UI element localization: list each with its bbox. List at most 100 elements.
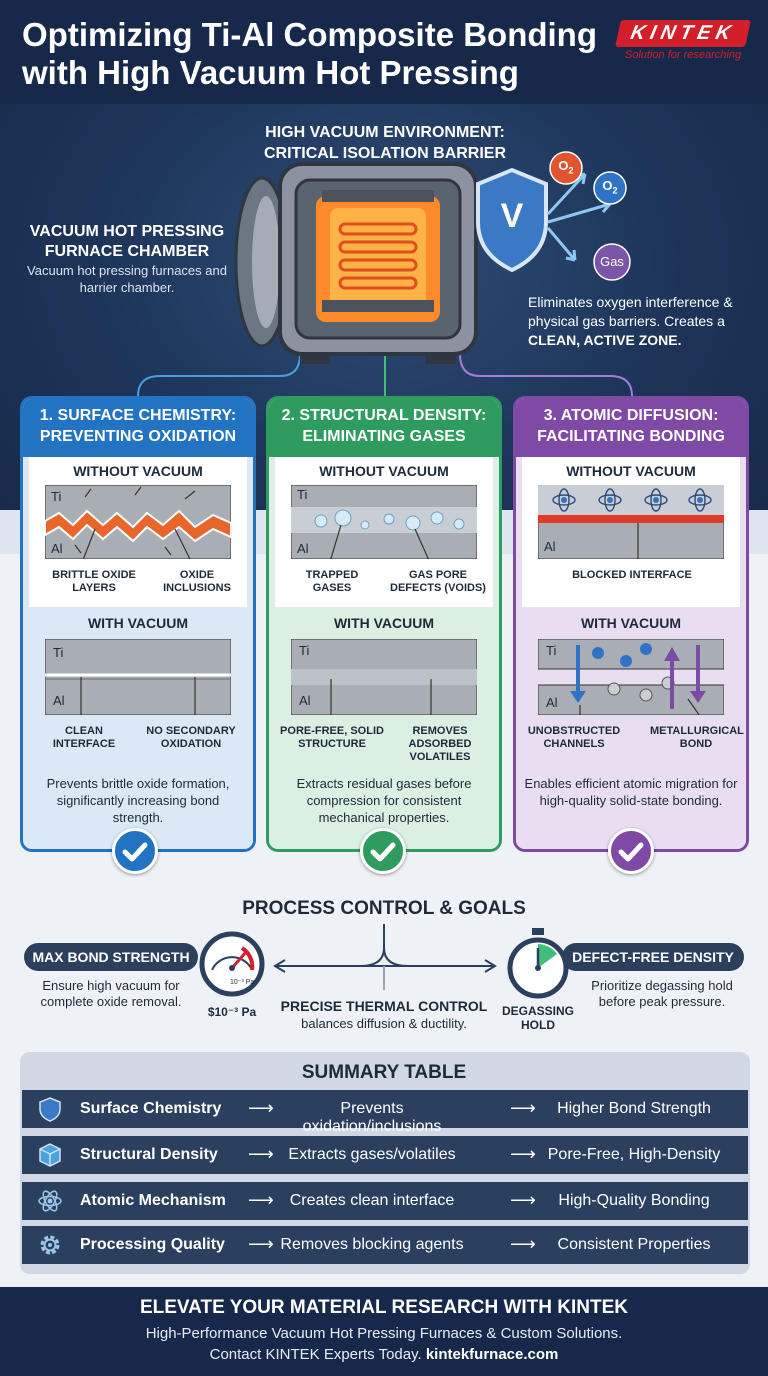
footer-link[interactable]: kintekfurnace.com [425, 1346, 559, 1363]
defect-free-density-pill: DEFECT-FREE DENSITY [562, 943, 744, 971]
row-result: Pore-Free, High-Density [547, 1146, 721, 1163]
row-action: Removes blocking agents [280, 1236, 464, 1253]
diffusion-diagram [538, 639, 724, 715]
header-banner [0, 0, 768, 104]
caption-unobstructed: UNOBSTRUCTED CHANNELS [527, 725, 621, 750]
card-description: Enables efficient atomic migration for h… [524, 776, 738, 808]
without-vacuum-panel: WITHOUT VACUUM Al BLOCKED INTERFACE [522, 457, 740, 607]
table-row: Atomic Mechanism ⟶ Creates clean interfa… [22, 1182, 748, 1220]
with-vacuum-label: WITH VACUUM [333, 615, 435, 631]
pore-free-diagram [291, 639, 477, 715]
shield-icon [39, 1097, 61, 1122]
caption-no-oxidation: NO SECONDARY OXIDATION [146, 725, 236, 750]
ti-label: Ti [299, 643, 310, 658]
with-vacuum-panel: WITH VACUUM Ti Al CLEAN INTERFACE NO SEC… [23, 607, 253, 849]
arrow-icon: ⟶ [248, 1190, 274, 1210]
thermal-control-title: PRECISE THERMAL CONTROL [280, 998, 488, 1014]
card-description: Prevents brittle oxide formation, signif… [46, 776, 230, 825]
clean-interface-diagram [45, 639, 231, 715]
table-row: Processing Quality ⟶ Removes blocking ag… [22, 1226, 748, 1264]
ti-label: Ti [297, 487, 308, 502]
gas-bubble: Gas [600, 254, 624, 269]
card-title: 2. STRUCTURAL DENSITY: ELIMINATING GASES [269, 399, 499, 457]
ti-label: Ti [51, 489, 62, 504]
process-title: PROCESS CONTROL & GOALS [242, 898, 526, 919]
logo-wordmark: KINTEK [615, 20, 751, 47]
card-surface-chemistry: 1. SURFACE CHEMISTRY: PREVENTING OXIDATI… [20, 396, 256, 852]
atom-icon [38, 1190, 62, 1212]
cube-icon [39, 1143, 61, 1167]
check-icon [608, 828, 654, 874]
arrow-icon: ⟶ [510, 1144, 536, 1164]
elimination-text: Eliminates oxygen interference & physica… [528, 294, 733, 348]
row-result: Consistent Properties [557, 1236, 711, 1253]
max-bond-strength-pill: MAX BOND STRENGTH [24, 943, 198, 971]
row-category: Surface Chemistry [80, 1100, 222, 1117]
caption-blocked-interface: BLOCKED INTERFACE [572, 569, 692, 581]
shield-icon: V [500, 197, 524, 235]
caption-oxide-inclusions: OXIDE INCLUSIONS [163, 569, 231, 594]
with-vacuum-label: WITH VACUUM [87, 615, 189, 631]
table-row: Surface Chemistry ⟶ Prevents oxidation/i… [22, 1090, 748, 1135]
chamber-title: VACUUM HOT PRESSING FURNACE CHAMBER [29, 223, 225, 260]
trapped-gas-diagram [291, 485, 477, 559]
check-icon [360, 828, 406, 874]
with-vacuum-panel: WITH VACUUM Ti Al PORE-FREE, SOLID STRUC… [269, 607, 499, 849]
row-category: Processing Quality [80, 1236, 225, 1253]
caption-removes-volatiles: REMOVES ADSORBED VOLATILES [408, 725, 472, 763]
gauge-scale-label: 10⁻³ Pa [230, 979, 255, 986]
arrow-icon: ⟶ [248, 1144, 274, 1164]
caption-brittle-oxide: BRITTLE OXIDE LAYERS [52, 569, 136, 594]
footer-line-1: High-Performance Vacuum Hot Pressing Fur… [145, 1325, 623, 1342]
arrow-icon: ⟶ [510, 1234, 536, 1254]
page-title: Optimizing Ti-Al Composite Bonding with … [22, 16, 598, 91]
al-label: Al [53, 693, 65, 708]
oxygen-bubble-blue: O2 [602, 178, 618, 196]
with-vacuum-label: WITH VACUUM [580, 615, 682, 631]
card-atomic-diffusion: 3. ATOMIC DIFFUSION: FACILITATING BONDIN… [513, 396, 749, 852]
row-result: Higher Bond Strength [557, 1100, 711, 1117]
max-bond-text: Ensure high vacuum for complete oxide re… [40, 978, 182, 1009]
card-title: 3. ATOMIC DIFFUSION: FACILITATING BONDIN… [516, 399, 746, 457]
process-connector [273, 924, 497, 990]
arrow-icon: ⟶ [248, 1234, 274, 1254]
chamber-subtitle: Vacuum hot pressing furnaces and harrier… [27, 263, 227, 295]
defect-free-text: Prioritize degassing hold before peak pr… [591, 978, 733, 1009]
caption-metallurgical: METALLURGICAL BOND [650, 725, 744, 750]
kintek-logo[interactable]: KINTEK Solution for researching [615, 20, 751, 61]
caption-clean-interface: CLEAN INTERFACE [52, 725, 116, 750]
gear-icon [40, 1235, 60, 1255]
oxygen-bubble-red: O2 [558, 158, 574, 176]
row-action: Extracts gases/volatiles [288, 1146, 456, 1163]
footer-headline: ELEVATE YOUR MATERIAL RESEARCH WITH KINT… [139, 1297, 629, 1318]
al-label: Al [297, 541, 309, 556]
row-action: Prevents oxidation/inclusions [302, 1100, 442, 1135]
logo-tagline: Solution for researching [624, 49, 742, 61]
check-icon [112, 828, 158, 874]
arrow-icon: ⟶ [510, 1098, 536, 1118]
row-category: Atomic Mechanism [80, 1192, 226, 1209]
with-vacuum-panel: WITH VACUUM Ti Al UNOBSTRUCTED CHANNELS … [516, 607, 746, 849]
hero-illustration [137, 151, 633, 404]
vacuum-level-readout: $10⁻³ Pa [207, 1005, 257, 1019]
without-vacuum-panel: WITHOUT VACUUM Ti Al BRITTLE OXIDE LAYER… [29, 457, 247, 607]
arrow-icon: ⟶ [510, 1190, 536, 1210]
table-row: Structural Density ⟶ Extracts gases/vola… [22, 1136, 748, 1174]
row-action: Creates clean interface [289, 1192, 455, 1209]
blocked-interface-diagram [538, 485, 724, 559]
stopwatch-icon [507, 928, 569, 999]
footer-line-2: Contact KINTEK Experts Today. kintekfurn… [209, 1346, 559, 1363]
card-description: Extracts residual gases before compressi… [296, 776, 472, 825]
caption-trapped-gases: TRAPPED GASES [305, 569, 359, 594]
card-title: 1. SURFACE CHEMISTRY: PREVENTING OXIDATI… [23, 399, 253, 457]
without-vacuum-label: WITHOUT VACUUM [566, 463, 696, 479]
card-structural-density: 2. STRUCTURAL DENSITY: ELIMINATING GASES… [266, 396, 502, 852]
footer-banner [0, 1287, 768, 1376]
al-label: Al [546, 695, 558, 710]
thermal-control-text: balances diffusion & ductility. [301, 1016, 467, 1031]
row-result: High-Quality Bonding [558, 1192, 710, 1209]
ti-label: Ti [546, 643, 557, 658]
without-vacuum-label: WITHOUT VACUUM [319, 463, 449, 479]
caption-gas-pores: GAS PORE DEFECTS (VOIDS) [390, 569, 486, 594]
arrow-icon: ⟶ [248, 1098, 274, 1118]
